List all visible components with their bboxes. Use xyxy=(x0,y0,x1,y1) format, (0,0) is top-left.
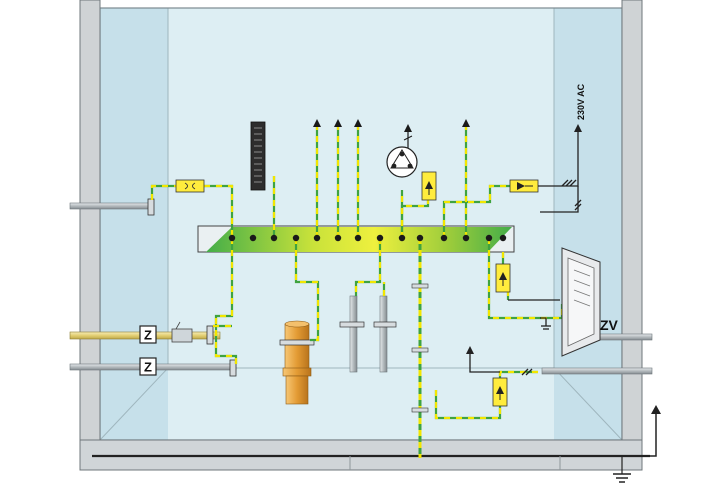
telecom-panel xyxy=(250,121,266,191)
lightning-arrester-icon xyxy=(421,171,437,201)
arrow-up-icon xyxy=(466,346,474,354)
clamp-icon xyxy=(147,198,155,216)
socket-icon xyxy=(386,146,418,178)
lightning-arrester-icon xyxy=(492,377,508,407)
pipe-right-lower xyxy=(541,367,653,375)
main-earthing-conductor xyxy=(411,238,429,458)
arrow-up-icon xyxy=(354,119,362,127)
supply-voltage-label: 230V AC xyxy=(576,83,586,120)
clamp-icon xyxy=(279,339,315,346)
arrow-up-icon xyxy=(404,124,412,132)
arrow-up-icon xyxy=(313,119,321,127)
ground-icon xyxy=(613,456,631,483)
clamp-icon xyxy=(229,359,237,377)
water-meter-symbol: Z xyxy=(139,357,157,376)
bar-terminals xyxy=(228,234,507,242)
pipe-right-upper xyxy=(591,333,653,341)
clamp-icon xyxy=(206,325,214,345)
insulating-piece-icon xyxy=(171,328,193,343)
drain-pipe xyxy=(279,320,315,405)
clamp-icon xyxy=(373,321,397,328)
foundation-earth-lead xyxy=(642,405,661,457)
meter-z-label-top: Z xyxy=(144,328,152,343)
lightning-arrester-icon xyxy=(495,263,511,293)
meter-cabinet xyxy=(561,247,601,357)
upward-leads xyxy=(313,119,470,150)
meter-cabinet-label: ZV xyxy=(600,317,619,333)
power-supply-lines xyxy=(469,130,582,376)
meter-z-label-bottom: Z xyxy=(144,360,152,375)
room xyxy=(99,7,623,441)
arrow-up-icon xyxy=(574,124,582,132)
clamp-icon xyxy=(339,321,365,328)
left-wall xyxy=(79,0,101,445)
arrow-up-icon xyxy=(462,119,470,127)
arrow-up-icon xyxy=(651,405,661,414)
arrow-up-icon xyxy=(334,119,342,127)
right-wall xyxy=(621,0,643,445)
lightning-arrester-icon xyxy=(509,179,539,193)
floor-slab xyxy=(79,439,650,471)
connector-left-horizontal xyxy=(175,179,205,193)
gas-meter-symbol: Z xyxy=(139,325,157,344)
